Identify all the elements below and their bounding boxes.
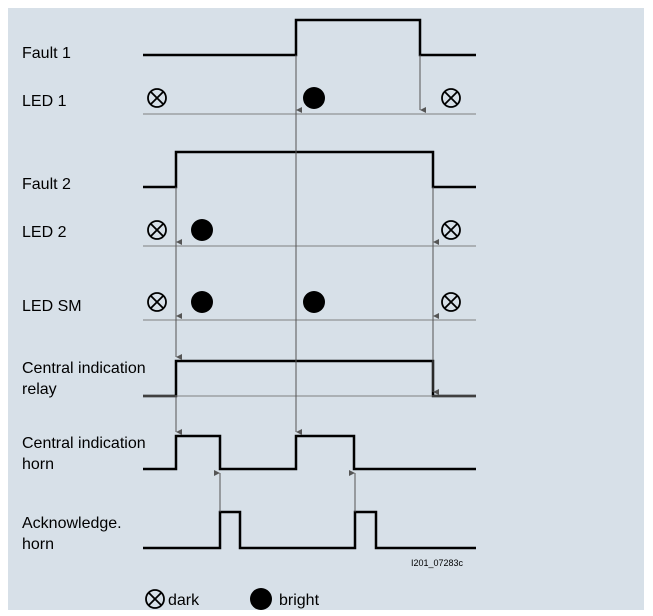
label-led-2: LED 2 [22,224,67,241]
fault2-trace [143,150,476,189]
label-central-horn-line2: horn [22,456,54,473]
legend-bright-icon [250,588,272,610]
relay-trace [143,359,476,398]
label-fault-1: Fault 1 [22,45,71,62]
diagram-background [8,8,644,610]
led1-dark-icon-end [441,88,461,108]
led2-dark-icon-end [441,220,461,240]
label-led-1: LED 1 [22,93,67,110]
ledsm-dark-icon-end [441,292,461,312]
figure-code: I201_07283c [411,558,464,568]
led1-bright-icon [303,87,325,109]
led1-dark-icon-start [147,88,167,108]
led2-dark-icon-start [147,220,167,240]
legend-dark-icon [145,589,165,609]
led2-bright-icon [191,219,213,241]
ledsm-bright-icon-2 [303,291,325,313]
legend-dark-label: dark [168,592,200,609]
label-central-relay-line1: Central indication [22,360,146,377]
legend-bright-label: bright [279,592,320,609]
horn-trace [143,434,476,471]
label-acknowledge-line1: Acknowledge. [22,515,122,532]
label-central-horn-line1: Central indication [22,435,146,452]
ledsm-dark-icon-start [147,292,167,312]
label-acknowledge-line2: horn [22,536,54,553]
label-fault-2: Fault 2 [22,176,71,193]
label-central-relay-line2: relay [22,381,57,398]
acknowledge-trace [143,510,476,550]
fault1-trace [143,18,476,57]
ledsm-bright-icon-1 [191,291,213,313]
label-led-sm: LED SM [22,298,82,315]
